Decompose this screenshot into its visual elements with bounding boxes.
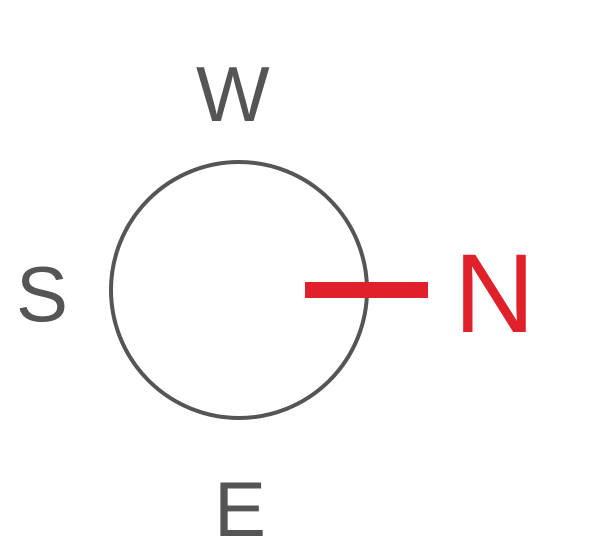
label-north: N — [454, 231, 535, 356]
compass-diagram: W S E N — [16, 50, 535, 548]
label-south: S — [16, 250, 69, 338]
label-east: E — [214, 465, 267, 553]
compass-graphic — [109, 160, 428, 420]
label-west: W — [196, 50, 270, 138]
